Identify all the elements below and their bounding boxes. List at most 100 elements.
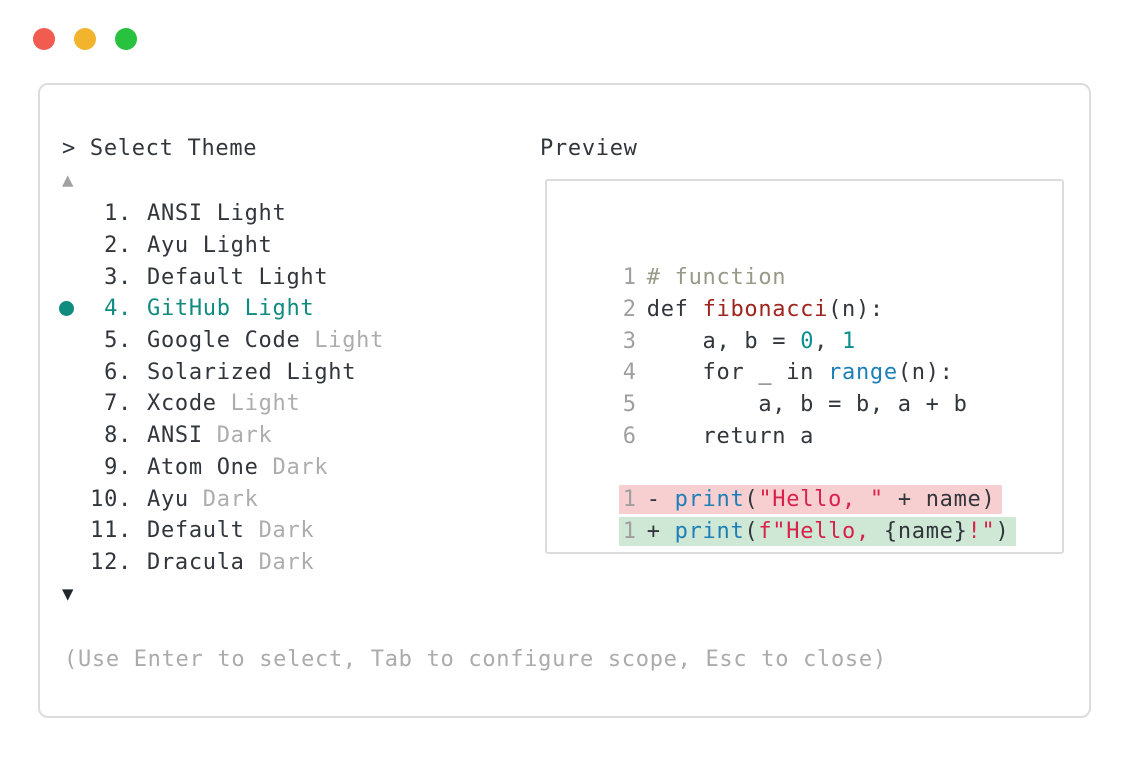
line-number: 3 bbox=[622, 328, 637, 354]
code-line-content: 1+ print(f"Hello, {name}!") bbox=[618, 516, 1017, 546]
line-number: 1 bbox=[622, 265, 637, 291]
theme-list-item[interactable]: 5. Google Code Light bbox=[40, 325, 510, 357]
code-token: print bbox=[674, 487, 745, 513]
theme-name-main: ANSI bbox=[147, 423, 203, 449]
theme-name-main: Dracula bbox=[147, 549, 245, 575]
code-line-content: 5 a, b = b, a + b bbox=[619, 390, 975, 419]
theme-list-item[interactable]: 1. ANSI Light bbox=[40, 198, 510, 230]
code-tokens: + print(f"Hello, {name}!") bbox=[647, 519, 1010, 544]
theme-number: 2. bbox=[104, 233, 132, 259]
theme-name: Xcode Light bbox=[147, 391, 300, 416]
theme-list-item[interactable]: 10. Ayu Dark bbox=[40, 483, 510, 515]
code-token: for _ in bbox=[646, 360, 829, 386]
theme-name: Dracula Dark bbox=[147, 550, 314, 575]
code-token: a, b = b, a + b bbox=[646, 391, 968, 417]
selected-bullet-icon bbox=[59, 333, 74, 348]
maximize-button[interactable] bbox=[115, 28, 137, 50]
code-tokens: - print("Hello, " + name) bbox=[647, 487, 996, 512]
code-token: (n): bbox=[828, 296, 884, 322]
code-line-content: 1- print("Hello, " + name) bbox=[618, 485, 1003, 515]
code-line-content bbox=[619, 453, 654, 482]
code-token: fibonacci bbox=[702, 296, 829, 322]
theme-name-main: Atom One bbox=[147, 454, 259, 480]
code-line: 3 a, b = 0, 1 bbox=[567, 293, 1056, 354]
scroll-down-icon[interactable]: ▼ bbox=[62, 583, 75, 605]
theme-list-item[interactable]: 7. Xcode Light bbox=[40, 388, 510, 420]
close-button[interactable] bbox=[33, 28, 55, 50]
code-token: ( bbox=[744, 518, 759, 544]
code-token: ) bbox=[995, 518, 1010, 544]
code-line: 2 def fibonacci(n): bbox=[567, 262, 1056, 322]
line-number: 2 bbox=[622, 296, 637, 322]
theme-number: 8. bbox=[104, 423, 132, 449]
code-line: 4 for _ in range(n): bbox=[567, 325, 1056, 385]
code-token: 1 bbox=[842, 328, 856, 354]
theme-name: GitHub Light bbox=[147, 296, 314, 321]
code-tokens: def fibonacci(n): bbox=[647, 297, 884, 322]
code-tokens: for _ in range(n): bbox=[647, 360, 954, 385]
minimize-button[interactable] bbox=[74, 28, 96, 50]
theme-list-item[interactable]: 11. Default Dark bbox=[40, 515, 510, 547]
theme-name-main: Ayu bbox=[147, 486, 189, 512]
theme-name: Ayu Dark bbox=[147, 487, 259, 512]
selected-bullet-icon bbox=[59, 492, 74, 507]
theme-name-main: Ayu Light bbox=[147, 233, 273, 259]
code-line: 5 a, b = b, a + b bbox=[567, 357, 1056, 417]
code-line-content: 6 return a bbox=[619, 422, 821, 451]
theme-variant-muted: Dark bbox=[202, 423, 273, 449]
theme-number: 7. bbox=[104, 391, 132, 417]
code-token: - bbox=[646, 487, 675, 513]
code-block: 1 # function 2 def fibonacci(n): 3 a, b = … bbox=[567, 230, 1056, 546]
selected-bullet-icon bbox=[59, 428, 74, 443]
code-line: 1- print("Hello, " + name) bbox=[567, 452, 1056, 515]
theme-number: 6. bbox=[104, 359, 132, 385]
theme-name: ANSI Dark bbox=[147, 423, 273, 448]
theme-list-item[interactable]: 6. Solarized Light bbox=[40, 356, 510, 388]
theme-number: 4. bbox=[104, 296, 132, 322]
code-line: 6 return a bbox=[567, 388, 1056, 449]
line-number: 5 bbox=[622, 391, 637, 417]
code-token: "Hello, " bbox=[758, 487, 884, 513]
selected-bullet-icon bbox=[59, 365, 74, 380]
theme-name: Solarized Light bbox=[147, 360, 356, 385]
code-tokens: # function bbox=[647, 265, 786, 290]
footer-hint: (Use Enter to select, Tab to configure s… bbox=[64, 647, 887, 672]
selected-bullet-icon bbox=[59, 555, 74, 570]
selected-bullet-icon bbox=[59, 301, 74, 317]
window-controls bbox=[33, 28, 137, 50]
preview-panel: 1 # function 2 def fibonacci(n): 3 a, b = … bbox=[545, 179, 1064, 554]
code-token: ( bbox=[744, 487, 759, 513]
theme-variant-muted: Dark bbox=[188, 486, 259, 512]
selected-bullet-icon bbox=[59, 238, 74, 253]
theme-name-main: Default bbox=[147, 518, 245, 544]
theme-name-main: Google Code bbox=[147, 328, 301, 354]
theme-list-item[interactable]: 2. Ayu Light bbox=[40, 230, 510, 262]
code-token: a, b = bbox=[646, 328, 801, 354]
code-tokens: a, b = b, a + b bbox=[647, 392, 968, 417]
theme-name: ANSI Light bbox=[147, 201, 286, 226]
theme-name-main: Xcode bbox=[147, 391, 217, 417]
code-token: range bbox=[828, 360, 898, 386]
selected-bullet-icon bbox=[59, 206, 74, 221]
theme-name: Default Light bbox=[147, 265, 328, 290]
theme-list-item[interactable]: 3. Default Light bbox=[40, 261, 510, 293]
code-line: 1+ print(f"Hello, {name}!") bbox=[567, 484, 1056, 546]
theme-number: 11. bbox=[90, 518, 132, 544]
theme-variant-muted: Dark bbox=[244, 518, 315, 544]
code-token: print bbox=[674, 518, 745, 544]
theme-variant-muted: Light bbox=[300, 328, 385, 354]
code-token: # function bbox=[646, 265, 787, 291]
theme-number: 10. bbox=[90, 486, 132, 512]
theme-list-item[interactable]: 9. Atom One Dark bbox=[40, 452, 510, 484]
theme-list-item[interactable]: 12. Dracula Dark bbox=[40, 547, 510, 579]
theme-name: Ayu Light bbox=[147, 233, 273, 258]
selected-bullet-icon bbox=[59, 523, 74, 538]
selected-bullet-icon bbox=[59, 270, 74, 285]
theme-list-item[interactable]: 8. ANSI Dark bbox=[40, 420, 510, 452]
preview-title: Preview bbox=[540, 136, 638, 161]
theme-list-item[interactable]: 4. GitHub Light bbox=[40, 293, 510, 325]
code-token: !" bbox=[967, 518, 996, 544]
code-token: , bbox=[814, 328, 843, 354]
scroll-up-icon[interactable]: ▲ bbox=[62, 169, 75, 191]
code-token: (n): bbox=[897, 360, 954, 386]
